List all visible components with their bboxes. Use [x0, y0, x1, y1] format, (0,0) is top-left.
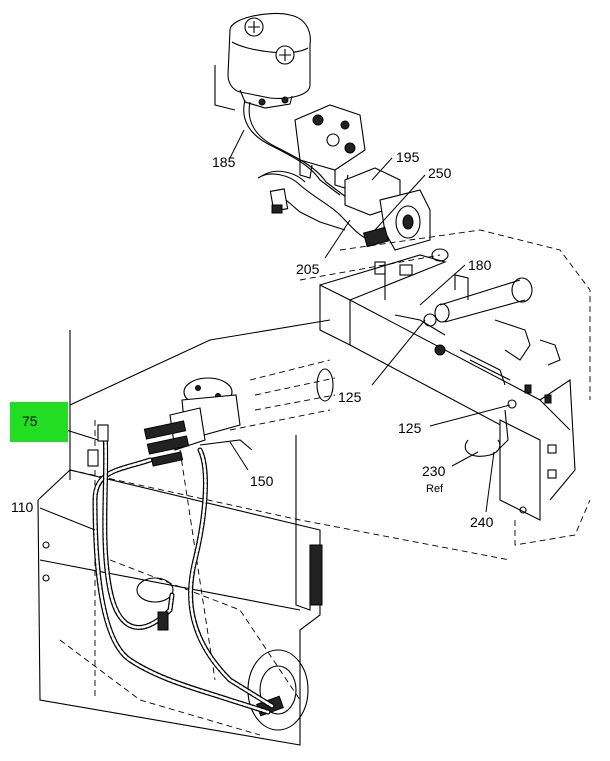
- callout-240[interactable]: 240: [470, 514, 494, 530]
- callout-250[interactable]: 250: [428, 165, 452, 181]
- callout-230-ref: Ref: [426, 483, 444, 495]
- harness-110: [87, 424, 275, 715]
- callout-75-highlight: [10, 402, 68, 442]
- reservoir-assembly: [214, 12, 431, 251]
- callout-75[interactable]: 75: [22, 413, 38, 429]
- callout-205[interactable]: 205: [296, 261, 320, 277]
- callout-125-lower[interactable]: 125: [398, 420, 422, 436]
- leader-lines: [39, 129, 511, 531]
- dosing-module: [143, 359, 336, 467]
- callout-180[interactable]: 180: [468, 257, 492, 273]
- frame-crossmember: [299, 229, 591, 546]
- callout-150[interactable]: 150: [250, 473, 274, 489]
- callout-110[interactable]: 110: [11, 499, 34, 515]
- callout-230[interactable]: 230: [422, 463, 446, 479]
- callout-185[interactable]: 185: [212, 154, 236, 170]
- bulkhead-panel: [37, 319, 511, 746]
- callout-125-upper[interactable]: 125: [338, 389, 362, 405]
- callout-195[interactable]: 195: [396, 149, 420, 165]
